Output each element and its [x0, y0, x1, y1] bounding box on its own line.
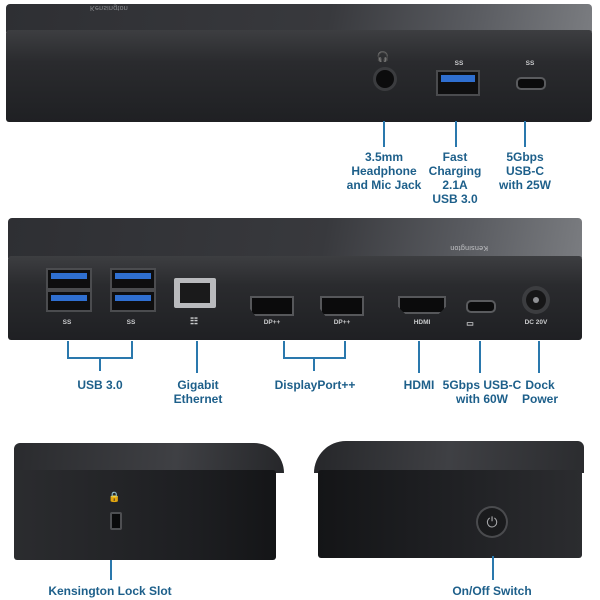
- hdmi-mark: HDMI: [413, 319, 431, 326]
- ethernet-label: Gigabit Ethernet: [173, 378, 223, 406]
- front-usbc-port: [516, 77, 546, 90]
- ethernet-port: [174, 278, 216, 308]
- fast-charging-usb-port: [436, 70, 480, 96]
- dc-power-jack: [526, 290, 546, 310]
- hdmi-label: HDMI: [403, 378, 435, 392]
- kensington-lock-slot: [110, 512, 122, 530]
- callout-line-displayport: [313, 357, 315, 371]
- rear-dock-top: [8, 218, 582, 258]
- fast-usb-ss-mark: SS: [454, 60, 464, 67]
- displayport-1: [250, 296, 294, 316]
- usb-left-ss-mark: SS: [62, 319, 72, 326]
- callout-line-headphone: [383, 121, 385, 147]
- right-side-top: [314, 441, 584, 473]
- rear-dock-panel: SS SS ☷ DP++ DP++ HDMI ▭ DC 20V: [8, 256, 582, 340]
- callout-line-ethernet: [196, 341, 198, 373]
- left-side-panel: 🔒: [14, 470, 276, 560]
- usb-port-2: [46, 290, 92, 312]
- left-side-top: [14, 443, 284, 473]
- fast-charging-label: Fast Charging 2.1A USB 3.0: [428, 150, 482, 206]
- usb-port-3: [110, 268, 156, 290]
- bracket-dp-left: [283, 341, 285, 359]
- front-dock-panel: 🎧 SS SS: [6, 30, 592, 122]
- usb30-label: USB 3.0: [77, 378, 123, 392]
- right-side-panel: ⏻: [318, 470, 582, 558]
- front-usbc-label: 5Gbps USB-C with 25W: [498, 150, 551, 192]
- callout-line-dock-power: [538, 341, 540, 373]
- displayport-2: [320, 296, 364, 316]
- usb-port-1: [46, 268, 92, 290]
- front-brand-logo: Kensington: [90, 4, 129, 11]
- dc-mark: DC 20V: [524, 319, 548, 326]
- power-switch-label: On/Off Switch: [452, 584, 532, 598]
- callout-line-hdmi: [418, 341, 420, 373]
- rear-brand-logo: Kensington: [450, 244, 489, 251]
- front-usbc-ss-mark: SS: [525, 60, 535, 67]
- front-dock-top: [6, 4, 592, 32]
- bracket-usb-right: [131, 341, 133, 359]
- network-icon: ☷: [189, 316, 199, 326]
- callout-line-lock: [110, 560, 112, 580]
- rear-usbc-port: [466, 300, 496, 313]
- dock-power-label: Dock Power: [521, 378, 558, 406]
- callout-line-rear-usbc: [479, 341, 481, 373]
- callout-line-usb30: [99, 357, 101, 371]
- callout-line-front-usbc: [524, 121, 526, 147]
- headphone-jack: [376, 70, 394, 88]
- headphone-jack-label: 3.5mm Headphone and Mic Jack: [346, 150, 422, 192]
- bracket-usb-left: [67, 341, 69, 359]
- hdmi-port: [398, 296, 446, 314]
- lock-slot-label: Kensington Lock Slot: [48, 584, 172, 598]
- usb-right-ss-mark: SS: [126, 319, 136, 326]
- headphone-icon: 🎧: [376, 52, 390, 63]
- usb-port-4: [110, 290, 156, 312]
- callout-line-power-switch: [492, 556, 494, 580]
- rear-usbc-label: 5Gbps USB-C with 60W: [442, 378, 522, 406]
- laptop-icon: ▭: [466, 319, 474, 328]
- bracket-dp-right: [344, 341, 346, 359]
- dp2-mark: DP++: [333, 319, 351, 326]
- dp1-mark: DP++: [263, 319, 281, 326]
- callout-line-fast-charging: [455, 121, 457, 147]
- lock-icon: 🔒: [108, 492, 121, 503]
- displayport-label: DisplayPort++: [274, 378, 356, 392]
- power-switch-button: ⏻: [478, 508, 506, 536]
